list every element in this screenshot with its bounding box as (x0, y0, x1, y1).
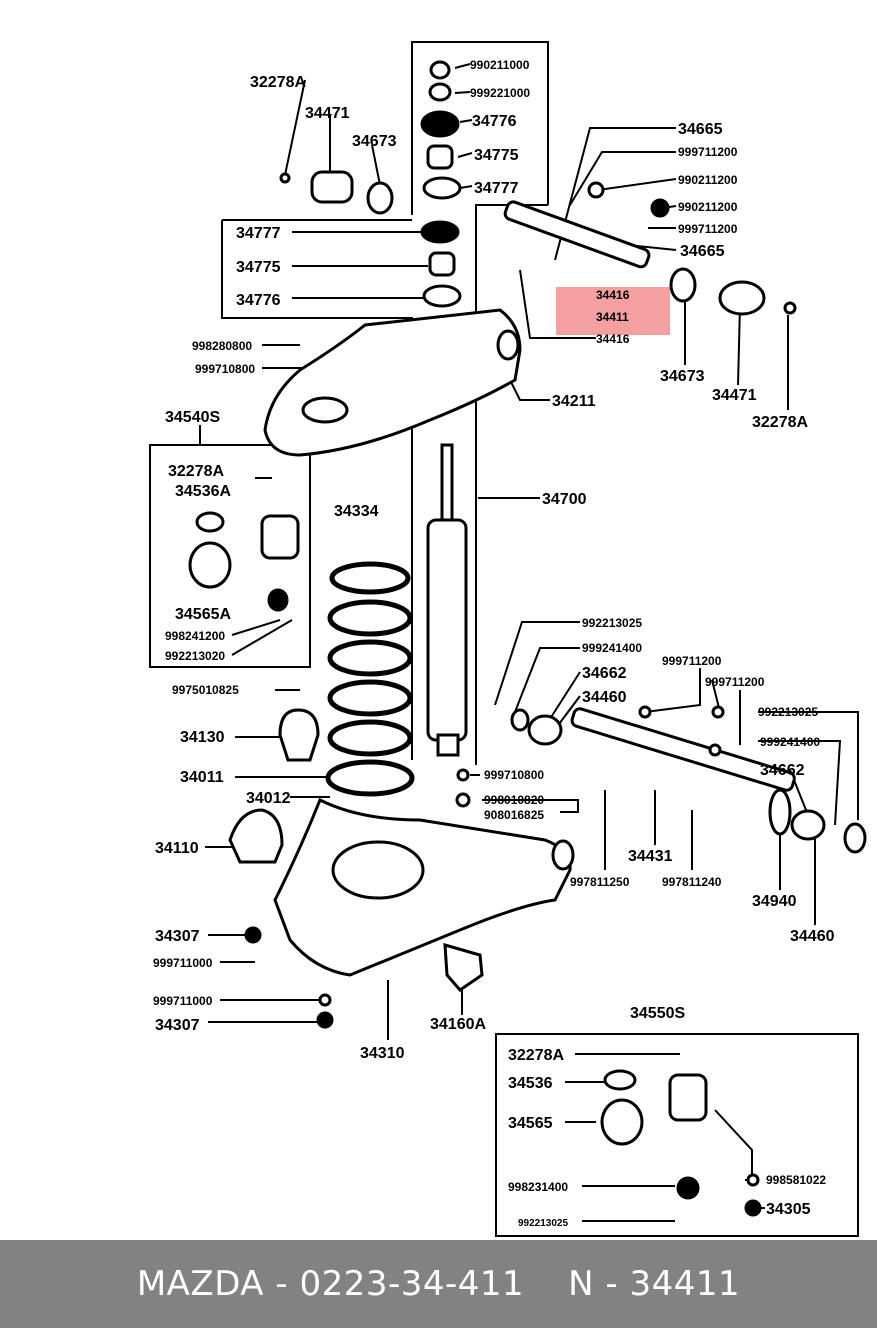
footer-brand: MAZDA - 0223-34-411 (136, 1264, 525, 1304)
label-34334: 34334 (334, 503, 379, 520)
label-998231400: 998231400 (508, 1180, 568, 1194)
label-34471-top: 34471 (305, 105, 350, 122)
label-999711200-c: 999711200 (662, 654, 722, 668)
label-34662-a: 34662 (582, 665, 627, 682)
label-34665-a: 34665 (678, 121, 723, 138)
label-999711200-d: 999711200 (705, 675, 765, 689)
coil-spring (325, 561, 415, 797)
label-999711000-a: 999711000 (153, 956, 213, 970)
label-34662-b: 34662 (760, 762, 805, 779)
label-34565A: 34565A (175, 606, 231, 623)
label-34565: 34565 (508, 1115, 553, 1132)
label-34011: 34011 (180, 769, 224, 786)
label-992213020: 992213020 (165, 649, 225, 663)
label-999710800-a: 999710800 (195, 362, 255, 376)
label-34411: 34411 (596, 310, 629, 324)
label-992213025-a: 992213025 (582, 616, 642, 630)
label-34540S: 34540S (165, 409, 220, 426)
bump-stop-34130 (278, 708, 320, 762)
label-990211200-a: 990211200 (678, 173, 738, 187)
label-34130: 34130 (180, 729, 225, 746)
label-999710800-b: 999710800 (484, 768, 544, 782)
label-999711200-b: 999711200 (678, 222, 738, 236)
label-990211200-b: 990211200 (678, 200, 738, 214)
label-34536: 34536 (508, 1075, 553, 1092)
label-34160A: 34160A (430, 1016, 486, 1033)
label-998010820: 998010820 (484, 793, 544, 807)
label-998581022: 998581022 (766, 1173, 826, 1187)
label-999241400-b: 999241400 (760, 735, 820, 749)
label-34416-b: 34416 (596, 332, 630, 346)
bracket-34160A (443, 942, 484, 992)
label-32278A-l: 32278A (168, 463, 224, 480)
label-34431: 34431 (628, 848, 673, 865)
label-999241400-a: 999241400 (582, 641, 642, 655)
label-997811240: 997811240 (662, 875, 722, 889)
label-992213025-c: 992213025 (518, 1218, 568, 1229)
label-34777-b: 34777 (236, 225, 281, 242)
label-32278A-b: 32278A (508, 1047, 564, 1064)
label-34305: 34305 (766, 1201, 811, 1218)
label-34940: 34940 (752, 893, 797, 910)
label-34673-r: 34673 (660, 368, 705, 385)
label-990211000: 990211000 (470, 58, 530, 72)
upper-arm (263, 308, 522, 457)
label-34416-a: 34416 (596, 288, 630, 302)
bump-stop-34110 (228, 808, 284, 864)
label-34775-a: 34775 (474, 147, 519, 164)
label-34700: 34700 (542, 491, 587, 508)
label-34536A: 34536A (175, 483, 231, 500)
label-34012: 34012 (246, 790, 291, 807)
label-999221000: 999221000 (470, 86, 530, 100)
label-34775-b: 34775 (236, 259, 281, 276)
label-34460-a: 34460 (582, 689, 627, 706)
label-34665-b: 34665 (680, 243, 725, 260)
label-34776-b: 34776 (236, 292, 281, 309)
highlight-box (556, 287, 670, 335)
label-999711000-b: 999711000 (153, 994, 213, 1008)
label-999711200-a: 999711200 (678, 145, 738, 159)
label-998280800: 998280800 (192, 339, 252, 353)
lower-arm (273, 797, 572, 977)
label-34310: 34310 (360, 1045, 405, 1062)
label-992213025-b: 992213025 (758, 705, 818, 719)
label-34307-a: 34307 (155, 928, 200, 945)
footer-bar: MAZDA - 0223-34-411 N - 34411 (0, 1240, 877, 1328)
label-32278A-top: 32278A (250, 74, 306, 91)
label-997811250: 997811250 (570, 875, 630, 889)
footer-number: N - 34411 (568, 1264, 741, 1304)
label-34460-b: 34460 (790, 928, 835, 945)
label-34110: 34110 (155, 840, 199, 857)
label-34307-b: 34307 (155, 1017, 200, 1034)
label-998241200: 998241200 (165, 629, 225, 643)
label-34550S: 34550S (630, 1005, 685, 1022)
label-32278A-r: 32278A (752, 414, 808, 431)
label-34776-a: 34776 (472, 113, 517, 130)
parts-diagram: 32278A 34471 34673 990211000 999221000 3… (149, 41, 867, 1237)
label-34777-a: 34777 (474, 180, 519, 197)
label-34471-r: 34471 (712, 387, 757, 404)
shock-absorber (426, 443, 468, 757)
label-34211: 34211 (552, 393, 596, 410)
label-908016825: 908016825 (484, 808, 544, 822)
label-34673-top: 34673 (352, 133, 397, 150)
label-9975010825: 9975010825 (172, 683, 239, 697)
